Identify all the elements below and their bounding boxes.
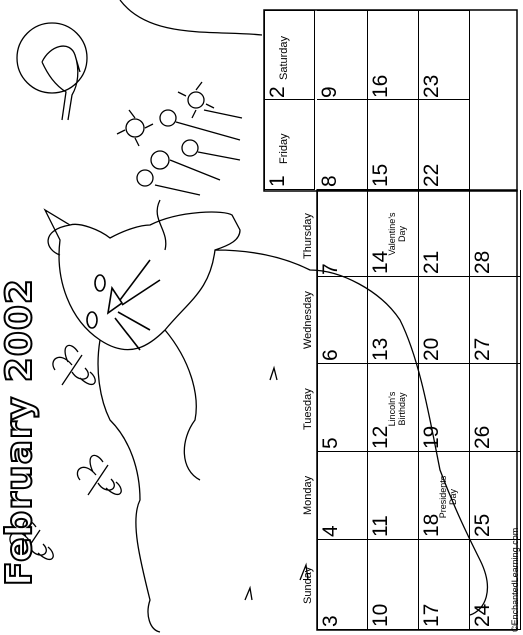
day-number: 5 [319, 437, 342, 449]
weekday-label-monday: Monday [302, 475, 314, 515]
calendar-day-cell: 24 [470, 540, 521, 630]
weekday-label-saturday: Saturday [278, 36, 290, 81]
day-number: 8 [318, 175, 341, 187]
calendar-day-cell: 22 [419, 100, 470, 190]
calendar-day-cell: 17 [419, 540, 470, 630]
day-number: 16 [369, 74, 392, 98]
bird-icon [41, 45, 81, 121]
day-number: 17 [420, 603, 443, 627]
day-number: 20 [420, 337, 443, 361]
calendar-day-cell: 8 [317, 100, 368, 190]
day-number: 22 [420, 163, 443, 187]
day-number: 1 [266, 175, 289, 187]
calendar-title: February 2002 [0, 277, 41, 587]
weekday-label-sunday: Sunday [302, 566, 314, 604]
calendar-day-cell: 20 [419, 277, 470, 364]
day-number: 9 [318, 86, 341, 98]
day-number: 25 [471, 513, 494, 537]
calendar-day-cell: 21 [419, 190, 470, 277]
cat-icon [43, 208, 489, 633]
day-number: 4 [319, 525, 342, 537]
day-number: 3 [319, 615, 342, 627]
calendar-day-cell: 28 [470, 190, 521, 277]
weekday-label-friday: Friday [278, 133, 290, 164]
calendar-day-cell: 3 [317, 540, 368, 630]
calendar-day-cell: 19 [419, 364, 470, 452]
calendar-day-cell: 9 [317, 10, 368, 100]
day-number: 15 [369, 163, 392, 187]
calendar-day-cell: 5 [317, 364, 368, 452]
calendar-day-cell: 7 [317, 190, 368, 277]
calendar-day-cell: 4 [317, 452, 368, 540]
weekday-label-wednesday: Wednesday [302, 290, 314, 349]
weekday-label-tuesday: Tuesday [302, 388, 314, 431]
flowers-icon [116, 81, 243, 251]
day-number: 21 [420, 250, 443, 274]
day-number: 11 [369, 515, 392, 537]
calendar-day-cell: 16 [368, 10, 419, 100]
day-number: 19 [420, 425, 443, 449]
calendar-day-cell: 25 [470, 452, 521, 540]
calendar-day-cell: 15 [368, 100, 419, 190]
calendar-day-cell: 1 [264, 100, 315, 190]
day-number: 26 [471, 425, 494, 449]
day-number: 27 [471, 337, 494, 361]
calendar-day-cell: 2 [264, 10, 315, 100]
calendar-day-cell: 13 [368, 277, 419, 364]
dragonfly-icon [9, 344, 122, 561]
day-number: 7 [319, 263, 342, 275]
day-number: 2 [266, 86, 289, 98]
day-number: 23 [420, 74, 443, 98]
moon-icon [16, 22, 88, 94]
day-number: 6 [319, 349, 342, 361]
day-number: 13 [369, 337, 392, 361]
calendar-day-cell: 6 [317, 277, 368, 364]
calendar-day-cell: 11 [368, 452, 419, 540]
calendar-day-cell: 10 [368, 540, 419, 630]
day-number: 10 [369, 603, 392, 627]
day-number: 28 [471, 250, 494, 274]
calendar-day-cell: 23 [419, 10, 470, 100]
calendar-day-cell: 26 [470, 364, 521, 452]
day-number: 24 [471, 603, 494, 627]
calendar-day-cell: 27 [470, 277, 521, 364]
weekday-label-thursday: Thursday [302, 212, 314, 259]
